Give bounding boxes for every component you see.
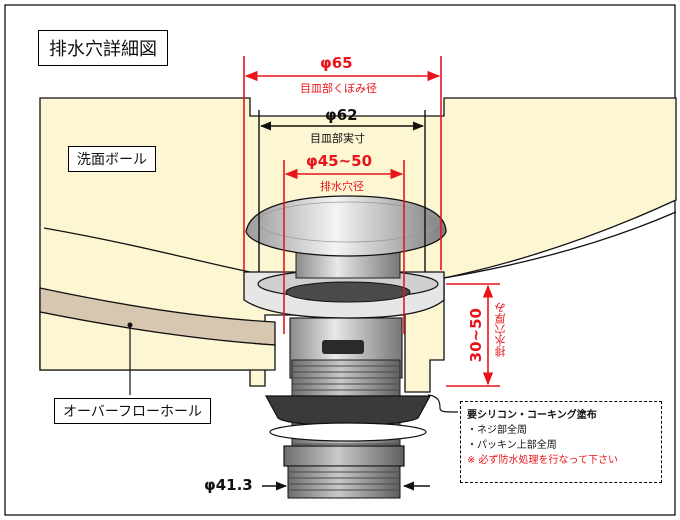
note-item-packing: ・パッキン上部全周 (467, 440, 557, 451)
thickness-caption: 排水穴厚み (494, 302, 507, 357)
pop-up-cap (245, 195, 447, 257)
flange-opening (285, 281, 411, 303)
bowl-label: 洗面ボール (68, 146, 156, 172)
phi45-50-caption: 排水穴径 (320, 180, 364, 193)
overflow-leader-dot (127, 322, 133, 328)
phi62-value: φ62 (325, 106, 358, 124)
dimension-thickness (446, 283, 500, 387)
thickness-value: 30~50 (467, 308, 485, 363)
phi65-value: φ65 (320, 54, 353, 72)
washer (269, 422, 427, 442)
page-title: 排水穴詳細図 (38, 30, 168, 66)
phi41-3-value: φ41.3 (204, 476, 253, 494)
outer-frame (4, 4, 676, 516)
note-item-thread: ・ネジ部全周 (467, 425, 527, 436)
overflow-hole-label: オーバーフローホール (54, 398, 212, 424)
caulking-note: 要シリコン・コーキング塗布 ・ネジ部全周 ・パッキン上部全周 ※ 必ず防水処理を… (460, 401, 662, 483)
cap-highlight (257, 201, 439, 243)
rubber-gasket (264, 395, 432, 427)
phi45-50-value: φ45~50 (306, 152, 373, 170)
phi65-caption: 目皿部くぼみ径 (300, 82, 377, 95)
tail-pipe (287, 465, 401, 499)
basin-inner-rim (43, 211, 677, 279)
dimension-phi45-50 (283, 160, 405, 334)
basin-lower-wall (39, 311, 276, 371)
dimension-phi65 (243, 56, 442, 270)
caulking-bracket (427, 394, 459, 413)
note-warning: ※ 必ず防水処理を行なって下さい (467, 455, 619, 466)
overflow-port (322, 340, 364, 354)
dimension-phi62 (258, 110, 426, 272)
lock-nut (283, 445, 405, 467)
note-heading: 要シリコン・コーキング塗布 (467, 410, 597, 421)
phi62-caption: 目皿部実寸 (310, 132, 365, 145)
